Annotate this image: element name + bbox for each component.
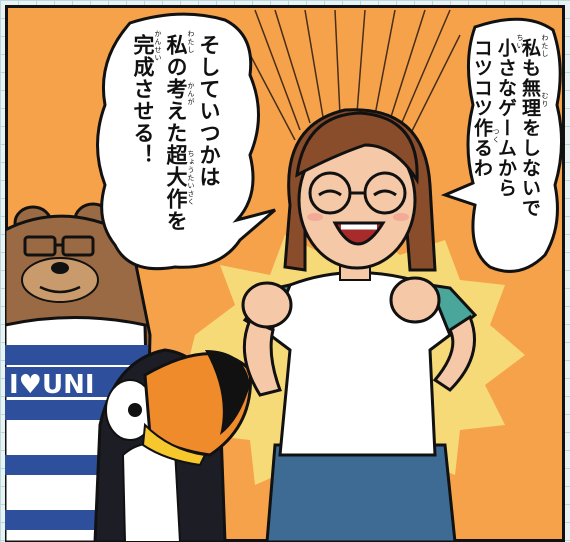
- toucan-character: [93, 348, 252, 542]
- girl-arm-left: [242, 318, 282, 397]
- bubble-right-line-1: 私も無理をしないで: [519, 38, 541, 218]
- manga-panel: I♥UNI: [5, 5, 565, 542]
- girl-arm-right: [432, 314, 476, 392]
- bubble-left-ruby-3: ちょうたいさく: [187, 150, 195, 206]
- bubble-left-ruby-4: かんせい: [154, 30, 162, 62]
- bubble-right-ruby-4: つく: [492, 128, 500, 144]
- speed-lines: [244, 9, 461, 141]
- bubble-left-line-3: 完成させる！: [131, 34, 155, 166]
- bubble-left-ruby-1: わたし: [187, 30, 195, 54]
- toucan-beak-base: [141, 422, 207, 467]
- bubble-right-ruby-2: むり: [541, 92, 549, 108]
- bubble-left-line-1: そしていつかは: [197, 34, 221, 188]
- bubble-left-line-2: 私の考えた超大作を: [164, 34, 188, 232]
- girl-fist-right: [389, 276, 441, 324]
- speech-bubble-left: [96, 12, 276, 271]
- bubble-right-line-3: コツコツ作るわ: [471, 38, 493, 178]
- bear-nose: [51, 262, 69, 274]
- girl-fist-left: [241, 281, 293, 329]
- girl-jeans: [265, 443, 457, 542]
- bubble-right-line-2: 小さなゲームから: [495, 38, 517, 198]
- bear-muzzle: [21, 257, 99, 303]
- girl-character: [241, 108, 478, 542]
- speech-bubble-right: [440, 17, 563, 273]
- bubble-right-ruby-1: わたし: [541, 34, 549, 58]
- bubble-left-ruby-2: かんが: [187, 82, 195, 106]
- toucan-beak-tip: [205, 350, 250, 435]
- bubble-right-ruby-3: ちい: [516, 34, 524, 50]
- girl-bangs: [295, 111, 419, 185]
- toucan-eye: [128, 403, 142, 417]
- bear-shirt-text: I♥UNI: [9, 370, 95, 400]
